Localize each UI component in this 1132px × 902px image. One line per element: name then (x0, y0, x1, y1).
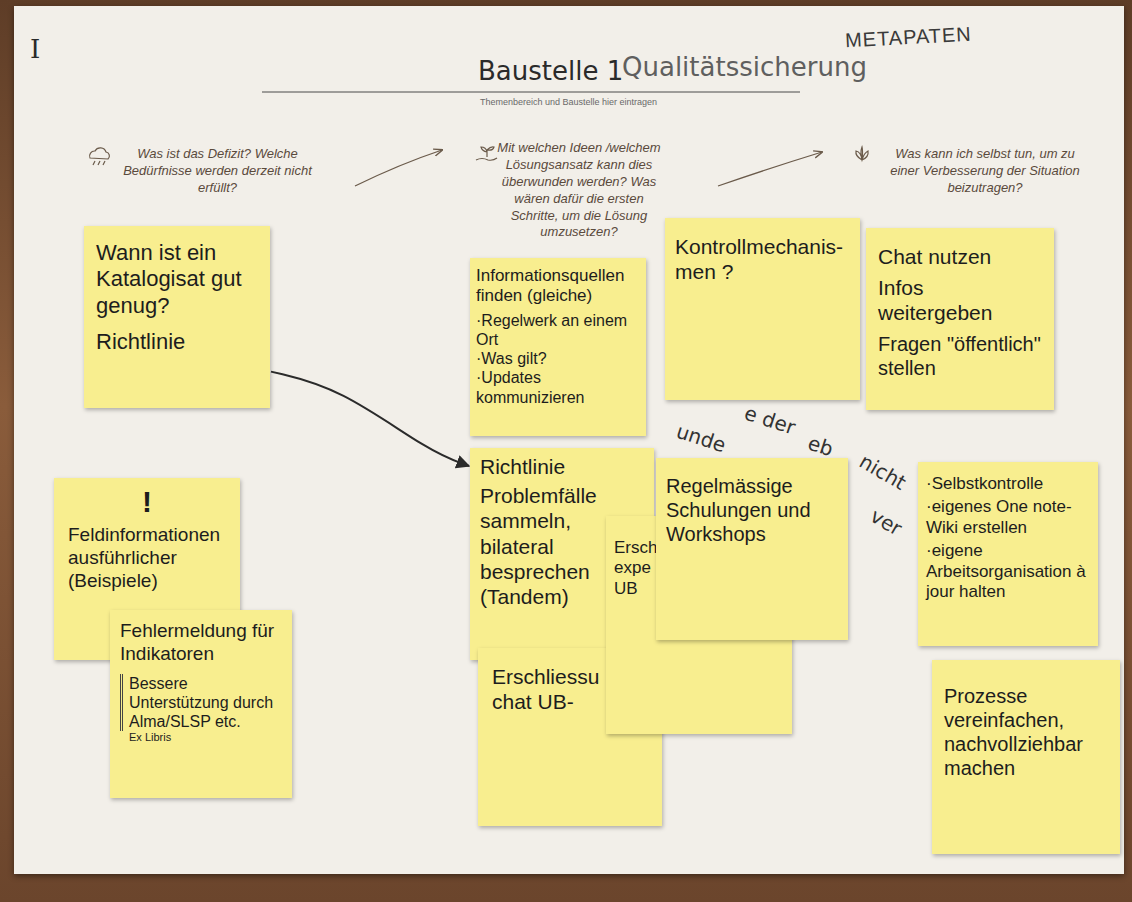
note-text: ·eigene Arbeitsorganisation à jour halte… (926, 541, 1090, 602)
sticky-note: Regelmässige Schulungen und Workshops (656, 458, 848, 640)
sticky-note: Informationsquellen finden (gleiche) ·Reg… (470, 258, 646, 436)
note-text: Problemfälle sammeln, bilateral besprech… (480, 483, 598, 609)
note-text: Regelmässige Schulungen und Workshops (666, 474, 838, 546)
sticky-note: Fehlermeldung für IndikatorenBessere Unt… (110, 610, 292, 798)
sticky-note: Kontrollmechanis- men ? (665, 218, 860, 400)
note-text: Kontrollmechanis- men ? (675, 234, 850, 284)
note-text: Informationsquellen finden (gleiche) (476, 266, 640, 307)
cloud-icon (90, 148, 110, 165)
lotus-icon (856, 147, 868, 160)
sticky-note: Wann ist ein Katalogisat gut genug? Richt… (84, 226, 270, 408)
note-text: ! (68, 484, 226, 520)
title-rule (262, 92, 800, 93)
sheet-number: I (30, 34, 40, 64)
note-text: Bessere Unterstützung durch Alma/SLSP et… (120, 674, 282, 732)
note-text: ·Regelwerk an einem Ort (476, 311, 640, 349)
topic-name: Qualitätssicherung (622, 52, 867, 82)
note-text: Infos weitergeben (878, 275, 1042, 325)
sticky-note: Chat nutzenInfos weitergebenFragen "öffe… (866, 228, 1054, 410)
note-text: Ersch expe UB (614, 538, 662, 599)
plant-hand-icon (476, 147, 497, 160)
note-text: Fehlermeldung für Indikatoren (120, 620, 282, 666)
note-text: Richtlinie (96, 329, 258, 355)
column-question: Mit welchen Ideen /welchem Lösungsansatz… (495, 140, 663, 241)
column-question: Was ist das Defizit? Welche Bedürfnisse … (110, 146, 325, 197)
field-hint: Themenbereich und Baustelle hier eintrag… (480, 97, 657, 107)
note-text: ·Was gilt? (476, 349, 640, 368)
note-text: ·eigenes One note-Wiki erstellen (926, 497, 1090, 538)
note-text: Prozesse vereinfachen, nachvollziehbar m… (944, 684, 1108, 780)
flow-arrow (355, 150, 442, 186)
sticky-note: ·Selbstkontrolle ·eigenes One note-Wiki e… (918, 462, 1098, 646)
column-question: Was kann ich selbst tun, um zu einer Ver… (880, 146, 1090, 197)
note-text: ·Updates kommunizieren (476, 368, 640, 406)
poster-title: Baustelle 1 (478, 56, 623, 86)
note-text: Feldinformationen ausführlicher (Beispie… (68, 524, 226, 592)
note-text: Erschliessu chat UB- (492, 664, 616, 714)
note-text: Fragen "öffentlich" stellen (878, 332, 1042, 380)
sticky-note: Prozesse vereinfachen, nachvollziehbar m… (932, 660, 1120, 854)
flow-arrow (718, 152, 822, 186)
note-text: Richtlinie (480, 454, 598, 479)
note-text: Wann ist ein Katalogisat gut genug? (96, 240, 258, 319)
note-text: ·Selbstkontrolle (926, 474, 1090, 494)
note-text: Chat nutzen (878, 244, 1042, 269)
connector-arrow (271, 372, 469, 466)
note-text: Ex Libris (120, 731, 282, 744)
